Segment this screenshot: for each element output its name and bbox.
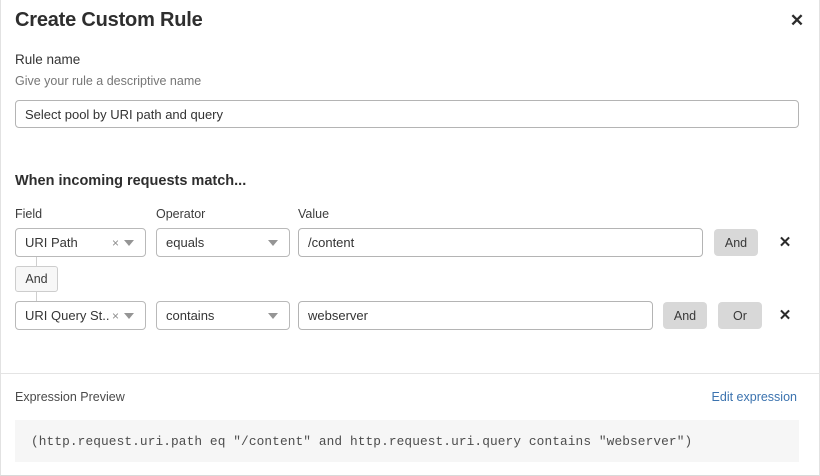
field-select-0[interactable]: URI Path ×	[15, 228, 146, 257]
page-title: Create Custom Rule	[15, 9, 203, 31]
add-and-condition-button-1[interactable]: And	[663, 302, 707, 329]
add-and-condition-button-0[interactable]: And	[714, 229, 758, 256]
operator-select-0[interactable]: equals	[156, 228, 290, 257]
delete-condition-button-1[interactable]: ✕	[775, 301, 795, 330]
operator-select-value-1: contains	[166, 308, 215, 323]
group-connector-and[interactable]: And	[15, 266, 58, 292]
edit-expression-link[interactable]: Edit expression	[711, 390, 797, 404]
value-input-0[interactable]	[298, 228, 703, 257]
operator-select-value-0: equals	[166, 235, 205, 250]
field-select-value-1: URI Query St...	[25, 308, 110, 323]
field-select-1[interactable]: URI Query St... ×	[15, 301, 146, 330]
column-header-value: Value	[298, 207, 330, 221]
close-icon[interactable]: ✕	[783, 6, 811, 34]
delete-condition-button-0[interactable]: ✕	[775, 228, 795, 257]
field-select-value-0: URI Path	[25, 235, 78, 250]
column-header-operator: Operator	[156, 207, 206, 221]
clear-icon[interactable]: ×	[111, 308, 119, 323]
section-divider	[1, 373, 819, 374]
value-input-1[interactable]	[298, 301, 653, 330]
expression-preview-box: (http.request.uri.path eq "/content" and…	[15, 420, 799, 462]
expression-preview-label: Expression Preview	[15, 390, 125, 404]
chevron-down-icon[interactable]	[268, 312, 278, 319]
chevron-down-icon[interactable]	[268, 239, 278, 246]
chevron-down-icon[interactable]	[124, 312, 134, 319]
match-section-heading: When incoming requests match...	[15, 173, 247, 189]
rule-name-label: Rule name	[15, 52, 81, 67]
expression-preview-text: (http.request.uri.path eq "/content" and…	[31, 433, 693, 449]
column-header-field: Field	[15, 207, 43, 221]
clear-icon[interactable]: ×	[111, 235, 119, 250]
rule-name-help-text: Give your rule a descriptive name	[15, 74, 202, 88]
chevron-down-icon[interactable]	[124, 239, 134, 246]
add-or-condition-button-1[interactable]: Or	[718, 302, 762, 329]
rule-name-input[interactable]	[15, 100, 799, 128]
operator-select-1[interactable]: contains	[156, 301, 290, 330]
